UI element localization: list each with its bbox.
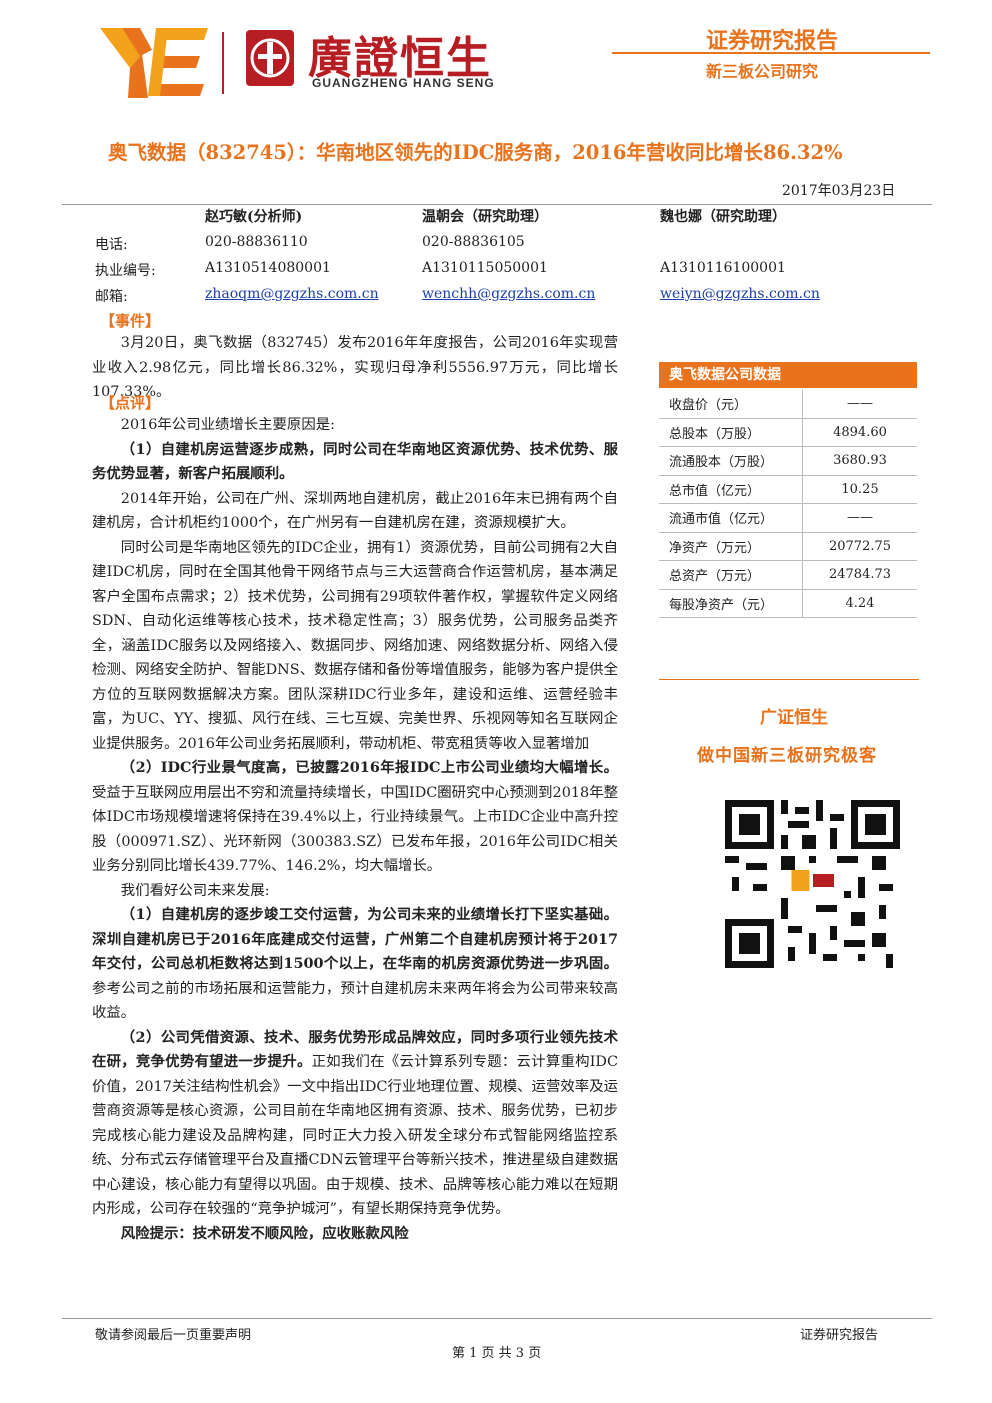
point2-para: （2）IDC行业景气度高，已披露2016年报IDC上市公司业绩均大幅增长。受益于… <box>92 756 618 879</box>
company-data-table-title: 奥飞数据公司数据 <box>659 362 917 388</box>
point1-para-a: 2014年开始，公司在广州、深圳两地自建机房，截止2016年末已拥有两个自建机房… <box>92 490 618 532</box>
outlook-intro: 我们看好公司未来发展: <box>120 882 270 899</box>
analyst-email-link[interactable]: wenchh@gzgzhs.com.cn <box>422 286 596 302</box>
outlook1-text: 参考公司之前的市场拓展和运营能力，预计自建机房未来两年将会为公司带来较高收益。 <box>92 980 618 1022</box>
event-paragraph: 3月20日，奥飞数据（832745）发布2016年年度报告，公司2016年实现营… <box>92 331 618 405</box>
table-key: 流通股本（万股） <box>659 447 803 475</box>
analyst-license: A1310116100001 <box>660 260 786 276</box>
table-key: 净资产（万元） <box>659 532 803 560</box>
outlook2-para: （2）公司凭借资源、技术、服务优势形成品牌效应，同时多项行业领先技术在研，竞争优… <box>92 1026 618 1222</box>
analyst-phone: 020-88836110 <box>205 234 308 250</box>
table-row: 总资产（万元） 24784.73 <box>659 561 917 590</box>
point1-heading: （1）自建机房运营逐步成熟，同时公司在华南地区资源优势、技术优势、服务优势显著，… <box>92 440 618 483</box>
point2-text: 受益于互联网应用层出不穷和流量持续增长，中国IDC圈研究中心预测到2018年整体… <box>92 784 618 875</box>
footer-disclaimer: 敬请参阅最后一页重要声明 <box>95 1328 252 1343</box>
table-row: 收盘价（元） —— <box>659 390 917 419</box>
report-title: 奥飞数据（832745）：华南地区领先的IDC服务商，2016年营收同比增长86… <box>108 141 843 164</box>
table-key: 每股净资产（元） <box>659 589 803 617</box>
page-number: 第 1 页 共 3 页 <box>452 1346 542 1361</box>
table-value: 4894.60 <box>833 424 887 440</box>
table-row: 总市值（亿元） 10.25 <box>659 475 917 504</box>
table-key: 总股本（万股） <box>659 418 803 446</box>
report-date: 2017年03月23日 <box>782 183 896 199</box>
date-rule <box>62 204 932 205</box>
analyst-email-link[interactable]: weiyn@gzgzhs.com.cn <box>660 286 820 302</box>
event-text: 3月20日，奥飞数据（832745）发布2016年年度报告，公司2016年实现营… <box>92 335 618 400</box>
company-name-cn: 廣證恒生 <box>308 33 492 84</box>
company-name-en: GUANGZHENG HANG SENG <box>312 76 495 90</box>
outlook2-text: 正如我们在《云计算系列专题：云计算重构IDC价值，2017关注结构性机会》一文中… <box>92 1054 618 1217</box>
footer-report-type: 证券研究报告 <box>800 1328 879 1343</box>
table-row: 总股本（万股） 4894.60 <box>659 418 917 447</box>
ye-logo-icon <box>100 28 208 98</box>
table-value: 24784.73 <box>828 567 892 583</box>
side-brand: 广证恒生 <box>760 708 828 728</box>
table-value: 20772.75 <box>828 538 892 554</box>
comment-heading: 【点评】 <box>100 394 161 412</box>
footer-rule <box>62 1318 932 1319</box>
table-value: —— <box>847 396 873 412</box>
report-subtype: 新三板公司研究 <box>706 62 819 81</box>
point1-para-b: 同时公司是华南地区领先的IDC企业，拥有1）资源优势，目前公司拥有2大自建IDC… <box>92 539 618 752</box>
risk-notice: 风险提示：技术研发不顺风险，应收账款风险 <box>120 1224 409 1242</box>
table-row: 流通市值（亿元） —— <box>659 504 917 533</box>
analyst-license: A1310514080001 <box>205 260 331 276</box>
main-body: 2016年公司业绩增长主要原因是: （1）自建机房运营逐步成熟，同时公司在华南地… <box>92 413 618 1246</box>
event-heading: 【事件】 <box>100 312 161 330</box>
table-key: 总市值（亿元） <box>659 475 803 503</box>
table-title-text: 奥飞数据公司数据 <box>669 367 781 383</box>
table-key: 流通市值（亿元） <box>659 504 803 532</box>
logo-divider <box>222 32 224 94</box>
table-row: 净资产（万元） 20772.75 <box>659 532 917 561</box>
side-rule <box>659 679 919 680</box>
analyst-phone: 020-88836105 <box>422 234 525 250</box>
analyst-email-link[interactable]: zhaoqm@gzgzhs.com.cn <box>205 286 379 302</box>
table-row: 每股净资产（元） 4.24 <box>659 589 917 618</box>
seal-logo-icon <box>246 30 294 86</box>
qr-code-icon <box>725 800 900 968</box>
license-label: 执业编号: <box>95 263 156 279</box>
table-key: 总资产（万元） <box>659 561 803 589</box>
email-label: 邮箱: <box>95 289 128 305</box>
outlook1-para: （1）自建机房的逐步竣工交付运营，为公司未来的业绩增长打下坚实基础。深圳自建机房… <box>92 903 618 1026</box>
analyst-name: 温朝会（研究助理） <box>422 209 548 225</box>
table-value: 3680.93 <box>833 453 887 469</box>
outlook2-heading: （2）公司凭借资源、技术、服务优势形成品牌效应，同时多项行业领先技术在研，竞争优… <box>92 1028 618 1071</box>
analyst-license: A1310115050001 <box>422 260 548 276</box>
table-key: 收盘价（元） <box>659 390 803 418</box>
analyst-name: 赵巧敏(分析师) <box>205 209 303 225</box>
table-row: 流通股本（万股） 3680.93 <box>659 447 917 476</box>
report-type: 证券研究报告 <box>706 29 839 54</box>
outlook1-heading: （1）自建机房的逐步竣工交付运营，为公司未来的业绩增长打下坚实基础。深圳自建机房… <box>92 906 618 972</box>
intro-text: 2016年公司业绩增长主要原因是: <box>120 417 335 433</box>
company-data-table: 收盘价（元）—— 总股本（万股）4894.60 流通股本（万股）3680.93 … <box>659 390 917 618</box>
analyst-name: 魏也娜（研究助理） <box>660 209 786 225</box>
side-slogan: 做中国新三板研究极客 <box>697 746 877 766</box>
point2-heading: （2）IDC行业景气度高，已披露2016年报IDC上市公司业绩均大幅增长。 <box>120 759 618 776</box>
phone-label: 电话: <box>95 237 128 253</box>
table-value: —— <box>847 510 873 526</box>
header-rule <box>612 52 930 54</box>
table-value: 10.25 <box>841 481 879 497</box>
table-value: 4.24 <box>845 595 875 611</box>
